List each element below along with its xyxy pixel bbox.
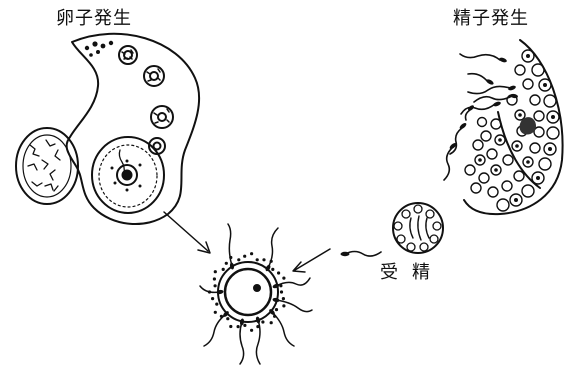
- corona-dot: [277, 271, 280, 274]
- surrounding-sperm: [200, 224, 312, 364]
- corona-dot: [275, 308, 278, 311]
- corona-dot: [243, 324, 246, 327]
- fertilized-egg: [200, 224, 312, 364]
- corona-dot: [214, 284, 217, 287]
- spermatid-cluster: [393, 203, 443, 253]
- egg-bubbles: [85, 41, 113, 57]
- corona-dot: [262, 258, 265, 261]
- corona-dot: [250, 329, 253, 332]
- testis-outline: [464, 40, 563, 214]
- arrow-sperm-to-zygote: [293, 249, 330, 272]
- graafian-follicle: [92, 137, 164, 213]
- corona-dot: [214, 270, 217, 273]
- corona-dot: [215, 303, 218, 306]
- corona-dot: [237, 325, 240, 328]
- corona-dot: [211, 297, 214, 300]
- corpus-luteum: [16, 128, 78, 204]
- testis-cells: [465, 50, 559, 211]
- corona-dot: [226, 317, 229, 320]
- follicle-primary-1: [119, 46, 137, 64]
- follicle-primary-2: [144, 66, 164, 86]
- corona-dot: [214, 311, 217, 314]
- corona-dot: [280, 290, 283, 293]
- approaching-sperm: [341, 252, 382, 257]
- corona-dot: [213, 277, 216, 280]
- corona-dot: [270, 321, 273, 324]
- arrow-egg-to-zygote: [164, 212, 210, 253]
- corona-dot: [282, 277, 285, 280]
- testis: [444, 40, 563, 214]
- corona-dot: [225, 262, 228, 265]
- free-sperm-heads: [449, 104, 475, 150]
- free-spermatozoa: [444, 110, 470, 180]
- sperm-tails-in-testis: [460, 54, 512, 114]
- corona-dot: [222, 268, 225, 271]
- corona-dot: [261, 320, 264, 323]
- corona-dot: [237, 258, 240, 261]
- follicle-primary-3: [151, 106, 173, 128]
- corona-dot: [282, 304, 285, 307]
- corona-dot: [243, 255, 246, 258]
- corona-dot: [271, 268, 274, 271]
- ovary: [16, 34, 199, 224]
- corona-dot: [250, 252, 253, 255]
- corona-dot: [229, 325, 232, 328]
- corona-dot: [282, 297, 285, 300]
- corona-dot: [256, 258, 259, 261]
